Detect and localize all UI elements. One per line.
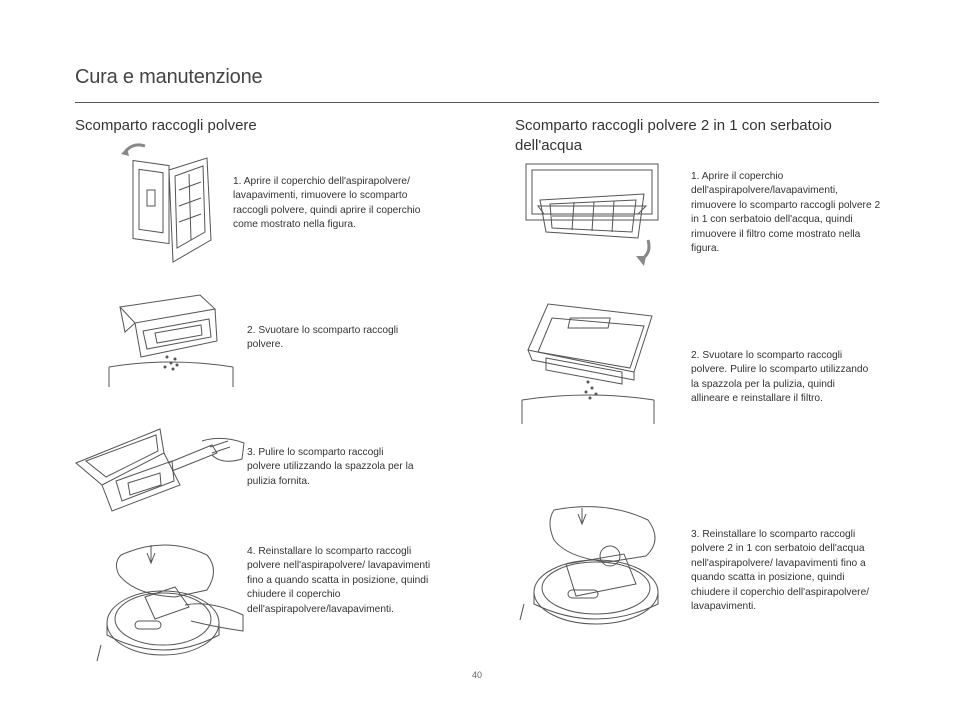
left-step-1: 1. Aprire il coperchio dell'aspirapolver…	[233, 176, 421, 231]
right-step-2: 2. Svuotare lo scomparto raccogli polver…	[691, 350, 869, 405]
robot-reinstall-left-illustration	[95, 535, 245, 670]
left-section-title: Scomparto raccogli polvere	[75, 117, 257, 134]
page-number: 40	[471, 670, 482, 680]
rotate-arrow-icon	[125, 145, 145, 152]
tank-filter-remove-illustration	[520, 160, 665, 266]
right-step-1: 1. Aprire il coperchio dell'aspirapolver…	[691, 171, 881, 255]
robot-reinstall-right-illustration	[518, 500, 668, 635]
page-title: Cura e manutenzione	[75, 66, 263, 88]
empty-dust-box-illustration	[105, 287, 240, 387]
left-step-2: 2. Svuotare lo scomparto raccogli polver…	[247, 325, 399, 351]
dust-box-open-illustration	[121, 140, 220, 265]
right-section-title: Scomparto raccogli polvere 2 in 1 con se…	[515, 117, 832, 154]
left-step-4: 4. Reinstallare lo scomparto raccogli po…	[247, 546, 431, 615]
title-divider	[75, 102, 879, 103]
tank-empty-illustration	[518, 300, 663, 425]
right-step-3: 3. Reinstallare lo scomparto raccogli po…	[691, 529, 870, 613]
left-step-3: 3. Pulire lo scomparto raccogli polvere …	[247, 447, 414, 487]
clean-with-brush-illustration	[72, 425, 247, 515]
